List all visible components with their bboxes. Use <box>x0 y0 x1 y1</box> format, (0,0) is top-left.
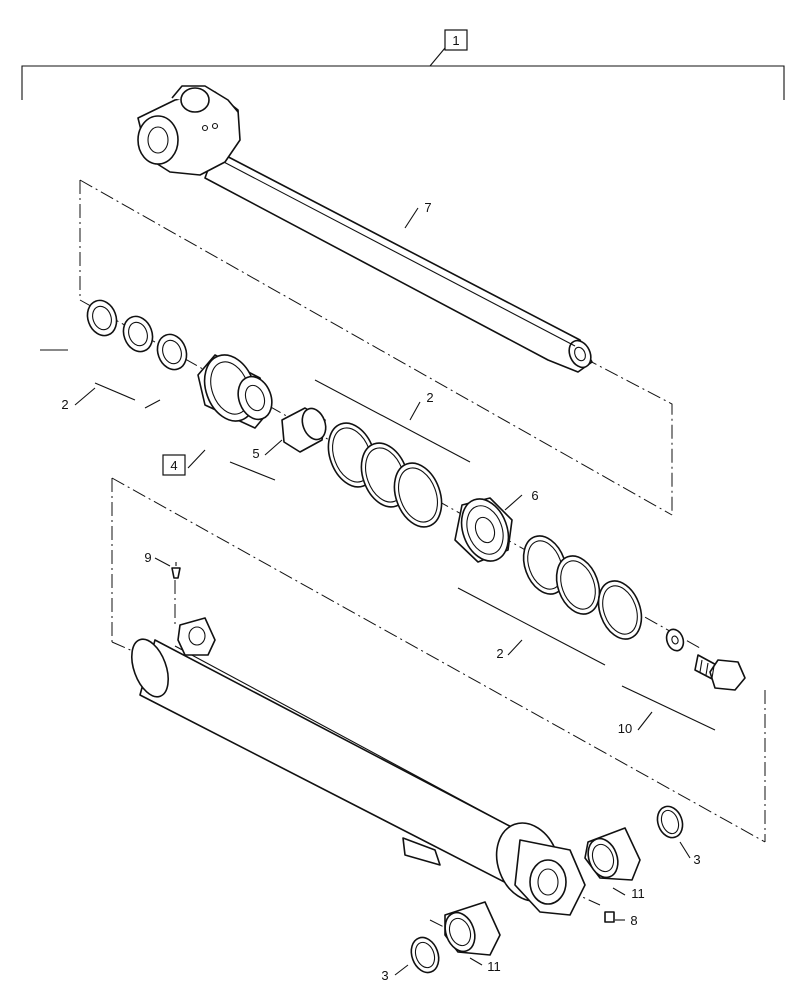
assembly-callout-label: 1 <box>452 33 459 48</box>
callout-gland-kit: 4 <box>170 458 177 473</box>
piston-seal-set <box>522 535 685 652</box>
callout-fitting-9: 9 <box>144 550 151 565</box>
callout-seal-kit-rod: 2 <box>61 397 68 412</box>
bushing-lower-part <box>444 901 501 956</box>
callout-piston: 6 <box>531 488 538 503</box>
callout-piston-seals: 2 <box>496 646 503 661</box>
bolt-part <box>694 654 746 691</box>
callout-bushing-5: 5 <box>252 446 259 461</box>
gland-part <box>197 354 273 429</box>
rod-seal-set <box>86 299 188 371</box>
callout-o-rings: 2 <box>426 390 433 405</box>
assembly-bracket: 1 <box>21 29 785 100</box>
piston-part <box>454 497 513 563</box>
fitting-8-part <box>604 911 615 923</box>
bushing-5-part <box>281 407 327 453</box>
callout-bolt-kit: 10 <box>618 721 632 736</box>
callout-rod: 7 <box>424 200 431 215</box>
callout-fitting-8: 8 <box>630 913 637 928</box>
callout-snap-ring-lower: 3 <box>381 968 388 983</box>
o-ring-set <box>327 422 443 528</box>
callout-snap-ring-upper: 3 <box>693 852 700 867</box>
callout-bushing-lower: 11 <box>487 959 501 974</box>
callout-bushing-upper: 11 <box>631 886 645 901</box>
fitting-9-part <box>171 562 181 579</box>
cylinder-barrel-part <box>130 617 586 916</box>
piston-rod-part <box>137 85 593 373</box>
bushing-upper-part <box>584 827 641 881</box>
snap-ring-upper-part <box>656 805 684 839</box>
snap-ring-lower-part <box>410 936 440 974</box>
